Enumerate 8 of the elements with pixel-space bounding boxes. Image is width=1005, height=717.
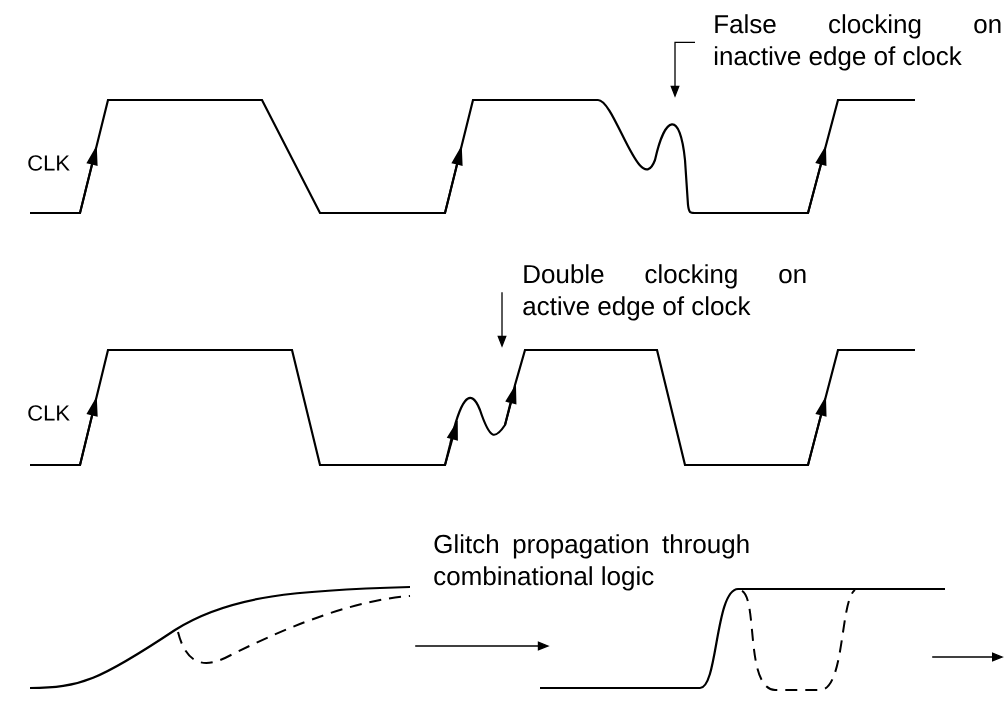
waveform-drawing <box>30 585 411 690</box>
waveform-drawing <box>30 348 915 467</box>
clock-label: CLK <box>28 405 70 421</box>
annotation-text: Double clocking on active edge of clock <box>523 264 806 321</box>
waveform-drawing <box>30 98 915 215</box>
annotation-text: Glitch propagation through combinational logic <box>434 534 749 591</box>
clock-label: CLK <box>28 155 70 171</box>
annotation-text: False clocking on inactive edge of clock <box>714 14 1001 71</box>
